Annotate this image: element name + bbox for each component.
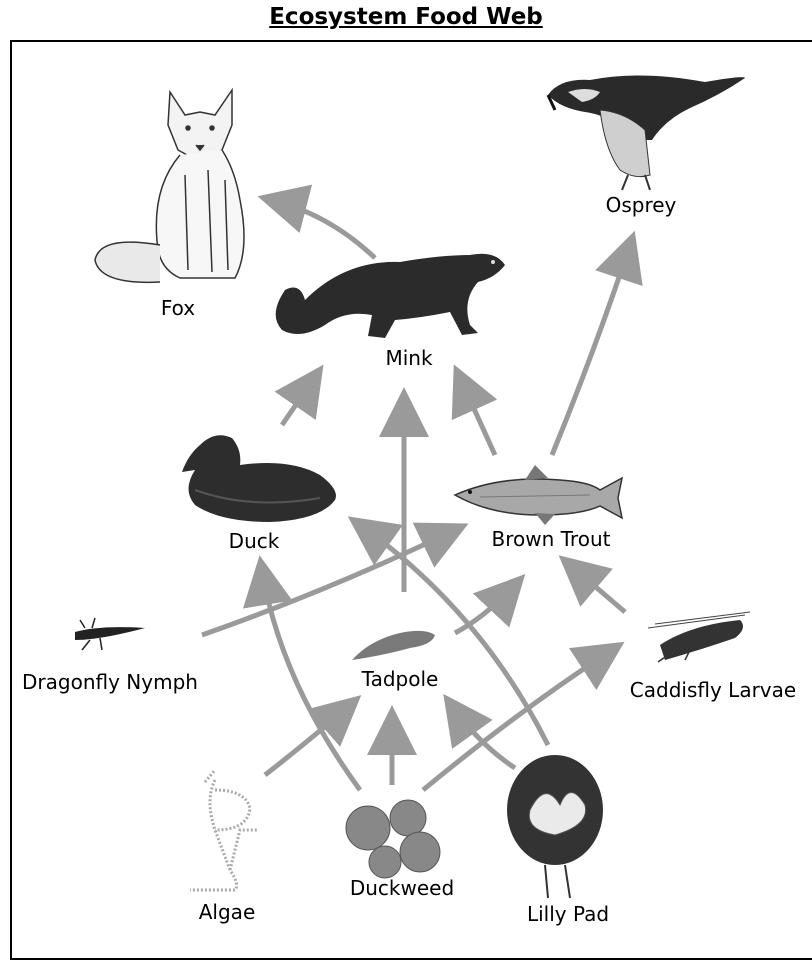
label-duckweed: Duckweed xyxy=(350,876,454,900)
duck-illustration xyxy=(182,435,336,522)
tadpole-illustration xyxy=(352,631,435,660)
food-web-diagram xyxy=(0,0,812,934)
arrow-caddisfly-to-trout xyxy=(570,565,625,612)
mink-illustration xyxy=(276,254,505,338)
osprey-illustration xyxy=(548,75,745,190)
arrow-trout-to-mink xyxy=(460,378,495,455)
label-lilly-pad: Lilly Pad xyxy=(527,902,609,926)
brown-trout-illustration xyxy=(455,465,622,525)
arrow-trout-to-osprey xyxy=(552,245,630,455)
label-caddisfly-larvae: Caddisfly Larvae xyxy=(630,678,796,702)
label-osprey: Osprey xyxy=(606,193,677,217)
label-tadpole: Tadpole xyxy=(362,667,439,691)
arrow-mink-to-fox xyxy=(272,200,375,258)
label-duck: Duck xyxy=(229,529,280,553)
arrow-duck-to-mink xyxy=(282,377,315,425)
lilly-pad-illustration xyxy=(507,755,603,898)
dragonfly-nymph-illustration xyxy=(75,618,145,650)
label-dragonfly-nymph: Dragonfly Nymph xyxy=(22,670,198,694)
arrow-tadpole-to-trout xyxy=(455,585,515,633)
label-algae: Algae xyxy=(199,900,256,924)
fox-illustration xyxy=(95,90,244,282)
caddisfly-larvae-illustration xyxy=(648,612,750,662)
label-brown-trout: Brown Trout xyxy=(492,527,611,551)
label-mink: Mink xyxy=(385,346,432,370)
arrow-algae-to-tadpole xyxy=(265,705,350,775)
label-fox: Fox xyxy=(161,296,195,320)
algae-illustration xyxy=(190,770,258,890)
arrow-duckweed-to-duck xyxy=(262,570,360,790)
duckweed-illustration xyxy=(346,800,440,878)
